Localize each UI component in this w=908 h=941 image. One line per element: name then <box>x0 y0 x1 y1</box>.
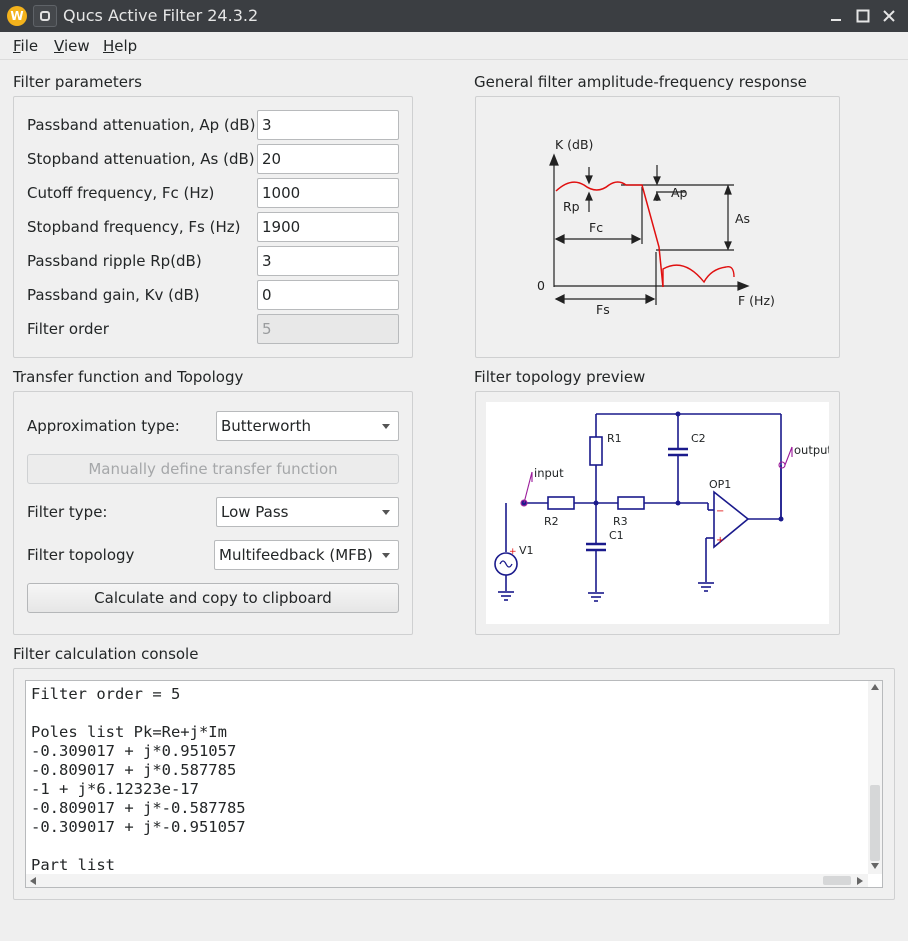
r2-label: R2 <box>544 515 559 528</box>
console-text: Filter order = 5 Poles list Pk=Re+j*Im -… <box>31 685 246 875</box>
rp-label: Rp <box>563 199 580 214</box>
window-title: Qucs Active Filter 24.3.2 <box>63 6 258 25</box>
vertical-scrollbar[interactable] <box>868 681 882 874</box>
v1-label: V1 <box>519 544 534 557</box>
menu-view[interactable]: View <box>54 37 90 55</box>
menu-file[interactable]: File <box>13 37 38 55</box>
minus-sign: − <box>716 506 724 517</box>
topology-preview-title: Filter topology preview <box>474 368 645 386</box>
op1-label: OP1 <box>709 478 731 491</box>
scroll-right-icon[interactable] <box>857 877 863 885</box>
chevron-down-icon <box>382 553 390 558</box>
vertical-scroll-thumb[interactable] <box>870 785 880 861</box>
response-title: General filter amplitude-frequency respo… <box>474 73 807 91</box>
transfer-title: Transfer function and Topology <box>13 368 243 386</box>
fs-label: Fs <box>596 302 610 317</box>
horizontal-scroll-thumb[interactable] <box>823 876 851 885</box>
origin-label: 0 <box>537 278 545 293</box>
menu-bar: File View Help <box>0 32 908 60</box>
console-title: Filter calculation console <box>13 645 198 663</box>
input-port-label: input <box>534 466 564 480</box>
maximize-icon[interactable] <box>853 6 873 26</box>
filter-order-input: 5 <box>257 314 399 344</box>
close-icon[interactable] <box>879 6 899 26</box>
passband-gain-input[interactable]: 0 <box>257 280 399 310</box>
output-port-label: output <box>794 443 829 457</box>
horizontal-scrollbar[interactable] <box>26 874 868 887</box>
filter-topology-select[interactable]: Multifeedback (MFB) <box>214 540 399 570</box>
filter-order-label: Filter order <box>27 320 109 338</box>
r3-label: R3 <box>613 515 628 528</box>
passband-ripple-input[interactable]: 3 <box>257 246 399 276</box>
filter-type-select[interactable]: Low Pass <box>216 497 399 527</box>
c1-label: C1 <box>609 529 624 542</box>
stopband-frequency-input[interactable]: 1900 <box>257 212 399 242</box>
schematic-canvas: input output R1 C2 R2 R3 C1 OP1 V1 − + + <box>486 402 829 624</box>
f-axis-label: F (Hz) <box>738 293 775 308</box>
title-bar: W Qucs Active Filter 24.3.2 <box>0 0 908 32</box>
stopband-frequency-label: Stopband frequency, Fs (Hz) <box>27 218 240 236</box>
scroll-up-icon[interactable] <box>871 684 879 690</box>
manual-transfer-function-button[interactable]: Manually define transfer function <box>27 454 399 484</box>
filter-topology-value: Multifeedback (MFB) <box>219 546 373 564</box>
approximation-type-select[interactable]: Butterworth <box>216 411 399 441</box>
plus-sign: + <box>716 535 724 546</box>
passband-attenuation-input[interactable]: 3 <box>257 110 399 140</box>
passband-gain-label: Passband gain, Kv (dB) <box>27 286 200 304</box>
schematic-diagram: input output R1 C2 R2 R3 C1 OP1 V1 − + + <box>486 402 829 624</box>
chevron-down-icon <box>382 510 390 515</box>
scroll-left-icon[interactable] <box>30 877 36 885</box>
console-group: Filter order = 5 Poles list Pk=Re+j*Im -… <box>13 668 895 900</box>
c2-label: C2 <box>691 432 706 445</box>
chevron-down-icon <box>382 424 390 429</box>
cutoff-frequency-input[interactable]: 1000 <box>257 178 399 208</box>
minimize-icon[interactable] <box>826 6 846 26</box>
menu-help[interactable]: Help <box>103 37 137 55</box>
approximation-type-label: Approximation type: <box>27 417 180 435</box>
calculate-copy-button[interactable]: Calculate and copy to clipboard <box>27 583 399 613</box>
r1-label: R1 <box>607 432 622 445</box>
ap-label: Ap <box>671 185 688 200</box>
source-plus-sign: + <box>509 547 517 557</box>
response-diagram: K (dB) F (Hz) 0 Rp Ap As Fc Fs <box>476 97 839 357</box>
stopband-attenuation-label: Stopband attenuation, As (dB) <box>27 150 255 168</box>
app-logo-icon: W <box>7 6 27 26</box>
transfer-group: Approximation type: Butterworth Manually… <box>13 391 413 635</box>
as-label: As <box>735 211 750 226</box>
pin-icon <box>40 11 50 21</box>
filter-topology-label: Filter topology <box>27 546 134 564</box>
cutoff-frequency-label: Cutoff frequency, Fc (Hz) <box>27 184 214 202</box>
approximation-type-value: Butterworth <box>221 417 311 435</box>
fc-label: Fc <box>589 220 603 235</box>
passband-attenuation-label: Passband attenuation, Ap (dB) <box>27 116 255 134</box>
filter-parameters-group: Passband attenuation, Ap (dB) 3 Stopband… <box>13 96 413 358</box>
k-axis-label: K (dB) <box>555 137 593 152</box>
filter-type-value: Low Pass <box>221 503 289 521</box>
topology-preview-panel: input output R1 C2 R2 R3 C1 OP1 V1 − + + <box>475 391 840 635</box>
stopband-attenuation-input[interactable]: 20 <box>257 144 399 174</box>
response-diagram-panel: K (dB) F (Hz) 0 Rp Ap As Fc Fs <box>475 96 840 358</box>
passband-ripple-label: Passband ripple Rp(dB) <box>27 252 202 270</box>
filter-type-label: Filter type: <box>27 503 107 521</box>
keep-above-button[interactable] <box>33 5 57 27</box>
scroll-down-icon[interactable] <box>871 863 879 869</box>
filter-parameters-title: Filter parameters <box>13 73 142 91</box>
console-output[interactable]: Filter order = 5 Poles list Pk=Re+j*Im -… <box>25 680 883 888</box>
